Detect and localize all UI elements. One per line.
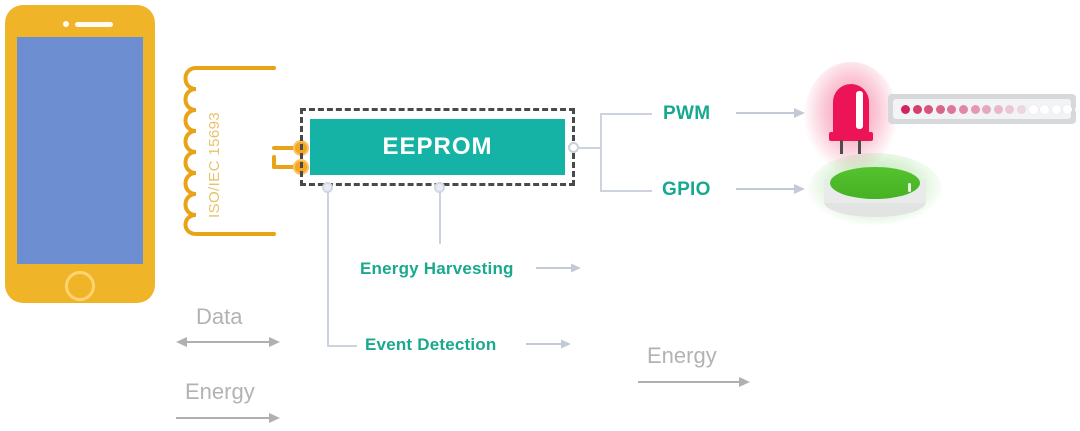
led-strip-dot	[1063, 104, 1073, 114]
flow-label-data: Data	[196, 304, 243, 329]
led-strip-dot	[947, 104, 957, 114]
output-label-pwm: PWM	[663, 103, 711, 124]
antenna-lead-top	[272, 146, 306, 150]
arrow-pwm-to-led	[736, 106, 806, 120]
smartphone	[5, 5, 155, 303]
led-strip-dot	[935, 104, 945, 114]
wire-energy-harvesting-vertical	[439, 192, 441, 244]
led-strip-dot	[993, 104, 1003, 114]
phone-screen	[17, 37, 143, 264]
led-strip	[888, 94, 1080, 124]
nfc-antenna-coil	[176, 66, 276, 236]
green-actuator[interactable]	[808, 153, 942, 225]
led-body	[833, 84, 869, 138]
led-highlight	[856, 91, 863, 129]
led-strip-inner	[893, 99, 1071, 119]
phone-speaker-icon	[75, 22, 113, 27]
antenna-lead-drop	[272, 155, 276, 169]
flow-label-energy-right: Energy	[647, 343, 717, 368]
flow-label-energy-left: Energy	[185, 379, 255, 404]
wire-branch-vertical	[600, 113, 602, 191]
led-leg-2	[858, 140, 861, 154]
led-strip-dot	[1028, 104, 1038, 114]
chip-output-port	[568, 142, 579, 153]
arrow-gpio-to-button	[736, 182, 806, 196]
led-leg-1	[840, 140, 843, 154]
function-label-event-detection: Event Detection	[365, 335, 497, 354]
led-strip-dot	[1051, 104, 1061, 114]
led-strip-dot	[1040, 104, 1050, 114]
antenna-lead-bottom	[272, 165, 306, 169]
red-led	[804, 62, 898, 172]
phone-camera-icon	[63, 21, 69, 27]
led-strip-dot	[982, 104, 992, 114]
antenna-standard-label: ISO/IEC 15693	[206, 111, 223, 218]
wire-branch-gpio	[600, 190, 652, 192]
arrow-data-bidirectional	[176, 335, 280, 349]
led-strip-dot	[924, 104, 934, 114]
arrow-energy-right	[638, 375, 750, 389]
eeprom-block[interactable]: EEPROM	[310, 119, 565, 175]
wire-event-detection-vertical	[327, 192, 329, 347]
output-label-gpio: GPIO	[662, 179, 711, 200]
led-strip-dot	[1074, 104, 1080, 114]
actuator-cap	[830, 167, 920, 199]
function-label-energy-harvesting: Energy Harvesting	[360, 259, 514, 278]
led-strip-dot	[1005, 104, 1015, 114]
led-flange	[829, 132, 873, 141]
led-strip-dots	[896, 104, 1080, 114]
wire-branch-pwm	[600, 113, 652, 115]
led-strip-dot	[1016, 104, 1026, 114]
wire-port-stub	[579, 147, 601, 149]
arrow-event-detection	[526, 337, 572, 351]
led-strip-dot	[901, 104, 910, 114]
phone-home-button[interactable]	[65, 271, 95, 301]
led-strip-dot	[912, 104, 922, 114]
arrow-energy-harvesting	[536, 261, 582, 275]
actuator-highlight	[908, 183, 911, 192]
wire-event-detection-horizontal	[327, 345, 357, 347]
led-strip-dot	[958, 104, 968, 114]
led-strip-dot	[970, 104, 980, 114]
arrow-energy-left	[176, 411, 280, 425]
